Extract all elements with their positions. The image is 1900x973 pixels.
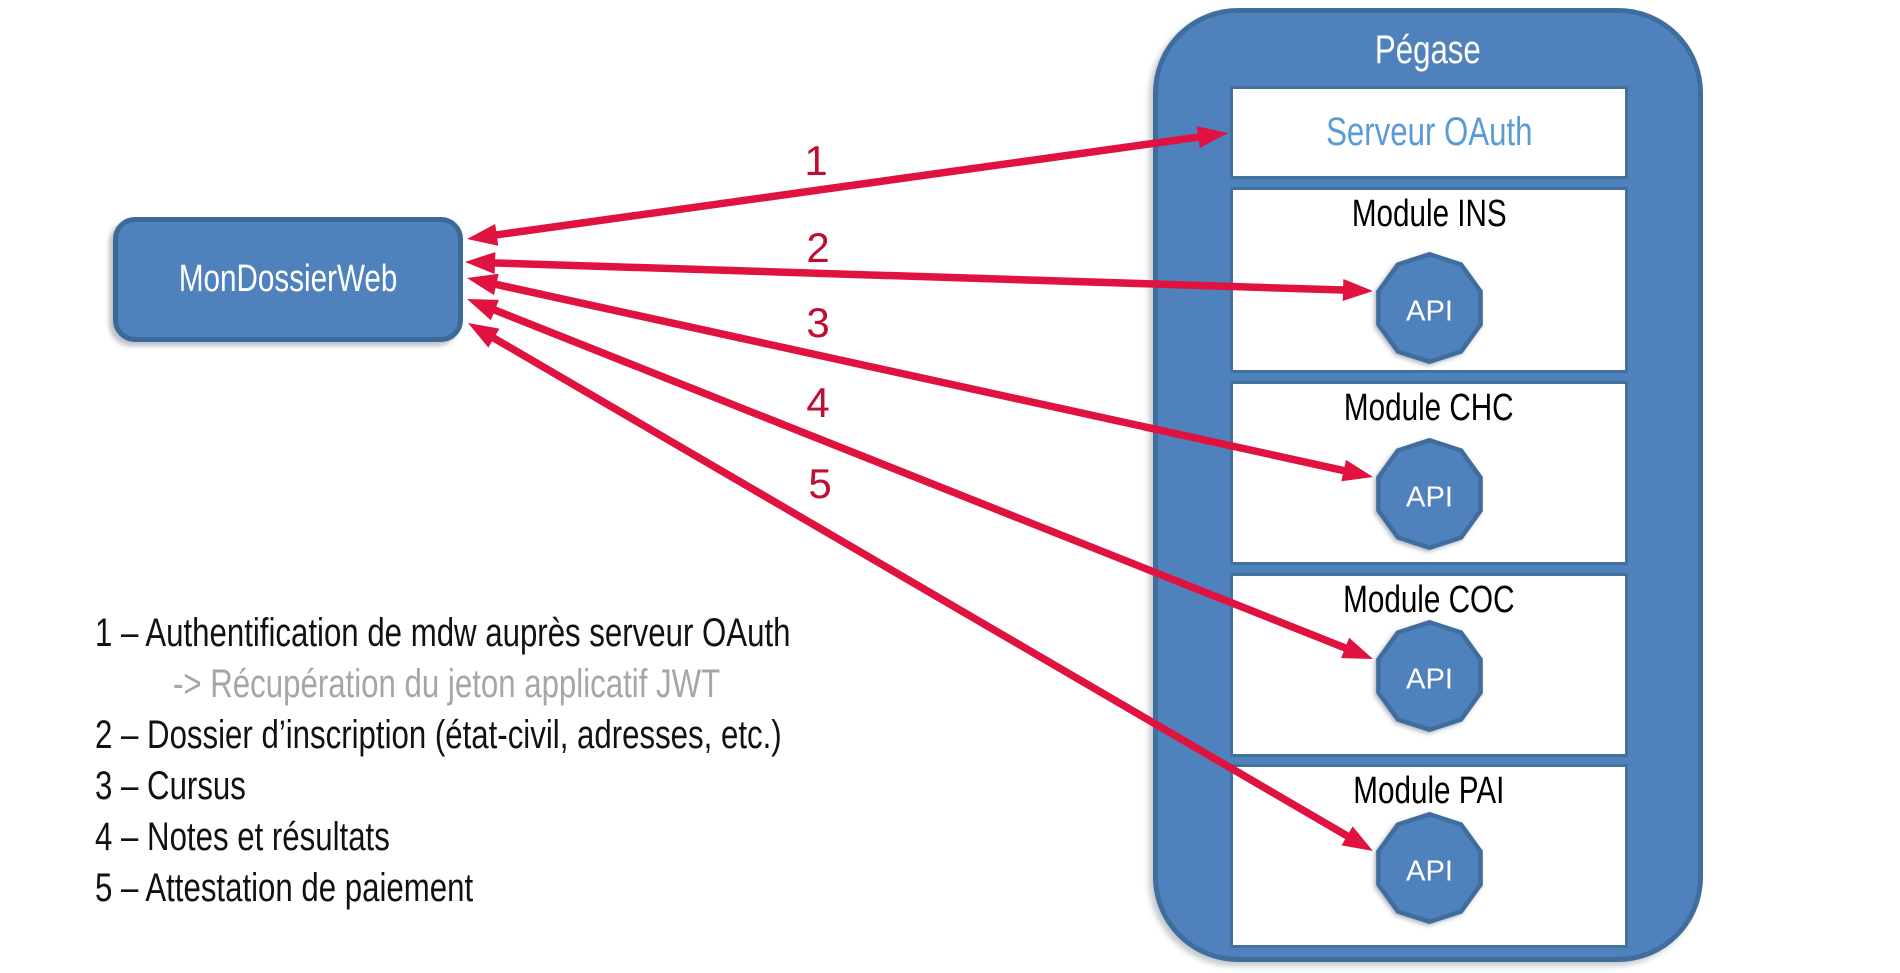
api-label-chc: API (1406, 481, 1453, 513)
api-label-ins: API (1406, 295, 1453, 327)
module-coc-box: Module COC API (1230, 573, 1628, 757)
api-label-pai: API (1406, 855, 1453, 887)
serveur-oauth-box: Serveur OAuth (1230, 86, 1628, 179)
legend-line-4: 3 – Cursus (95, 761, 987, 812)
module-ins-title: Module INS (1351, 193, 1507, 235)
mondossierweb-box: MonDossierWeb (113, 217, 463, 342)
decagon-shape (1376, 812, 1483, 924)
api-decagon-chc: API (1376, 438, 1483, 550)
legend-line-2: -> Récupération du jeton applicatif JWT (95, 659, 987, 710)
legend-line-6: 5 – Attestation de paiement (95, 863, 987, 914)
legend-text: 5 – Attestation de paiement (95, 866, 474, 910)
arrowhead-left (468, 323, 500, 348)
pegase-title-row: Pégase (1158, 28, 1698, 73)
mondossierweb-label: MonDossierWeb (178, 258, 398, 300)
decagon-shape (1376, 620, 1483, 732)
api-label-coc: API (1406, 663, 1453, 695)
legend-text: 1 – Authentification de mdw auprès serve… (95, 611, 791, 655)
api-decagon-coc: API (1376, 620, 1483, 732)
module-coc-title: Module COC (1343, 579, 1515, 621)
arrow-number-2: 2 (806, 224, 829, 271)
decagon-shape (1376, 252, 1483, 364)
legend-text: 2 – Dossier d’inscription (état-civil, a… (95, 713, 782, 757)
legend: 1 – Authentification de mdw auprès serve… (95, 608, 987, 914)
legend-line-3: 2 – Dossier d’inscription (état-civil, a… (95, 710, 987, 761)
arrow-1: 1 (467, 126, 1228, 246)
api-decagon-ins: API (1376, 252, 1483, 364)
arrow-number-1: 1 (804, 137, 827, 184)
legend-text: 3 – Cursus (95, 764, 246, 808)
arrowhead-left (467, 273, 499, 296)
decagon-shape (1376, 438, 1483, 550)
arrowhead-left (467, 223, 499, 246)
pegase-title: Pégase (1375, 28, 1481, 72)
module-pai-box: Module PAI API (1230, 764, 1628, 948)
module-chc-title: Module CHC (1344, 387, 1514, 429)
arrowhead-left (467, 299, 499, 321)
arrow-shaft (492, 132, 1203, 240)
module-chc-box: Module CHC API (1230, 381, 1628, 565)
arrow-number-5: 5 (808, 460, 831, 507)
legend-line-5: 4 – Notes et résultats (95, 812, 987, 863)
arrow-number-4: 4 (806, 379, 829, 426)
legend-line-1: 1 – Authentification de mdw auprès serve… (95, 608, 987, 659)
legend-text: -> Récupération du jeton applicatif JWT (173, 662, 721, 706)
arrowhead-left (465, 251, 496, 274)
serveur-oauth-label: Serveur OAuth (1325, 110, 1533, 154)
arrow-number-3: 3 (806, 299, 829, 346)
module-pai-title: Module PAI (1353, 770, 1505, 812)
api-decagon-pai: API (1376, 812, 1483, 924)
module-ins-box: Module INS API (1230, 187, 1628, 373)
legend-text: 4 – Notes et résultats (95, 815, 390, 859)
